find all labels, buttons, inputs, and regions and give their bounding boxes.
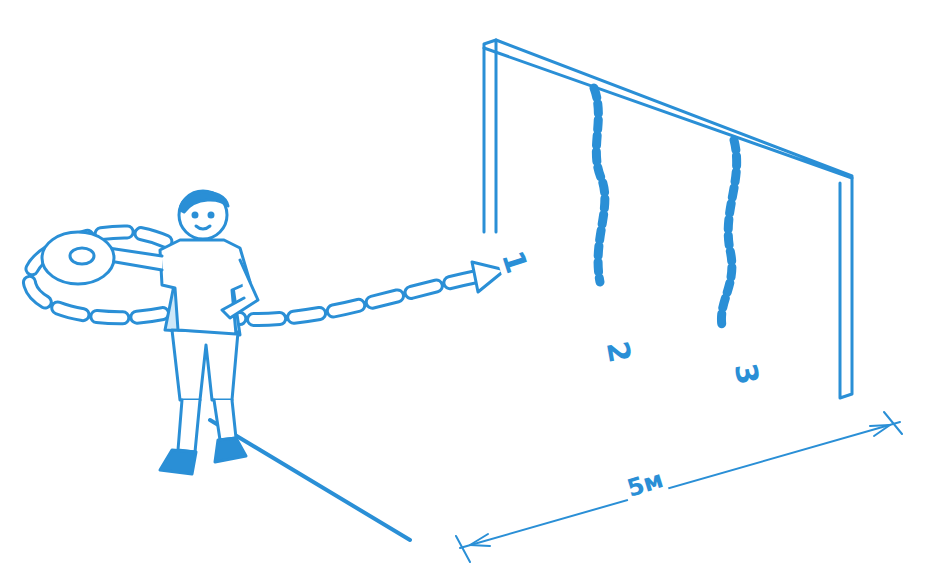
goal-crossbar xyxy=(484,40,852,178)
dimension-line xyxy=(460,422,900,548)
goal-post xyxy=(840,178,852,398)
goal-post xyxy=(484,40,496,232)
hanging-rope xyxy=(721,140,736,326)
zone-number: 3 xyxy=(728,358,764,390)
hanging-rope xyxy=(594,88,605,282)
dimension-label: 5м xyxy=(621,465,669,502)
child-figure xyxy=(42,191,258,474)
throw-path xyxy=(29,232,480,320)
throw-line xyxy=(210,420,410,540)
zone-number: 2 xyxy=(600,336,636,368)
zone-number: 1 xyxy=(495,244,534,279)
dimension-tick xyxy=(456,412,902,562)
dimension-arrow xyxy=(870,425,890,436)
dimension-arrow xyxy=(470,534,490,546)
